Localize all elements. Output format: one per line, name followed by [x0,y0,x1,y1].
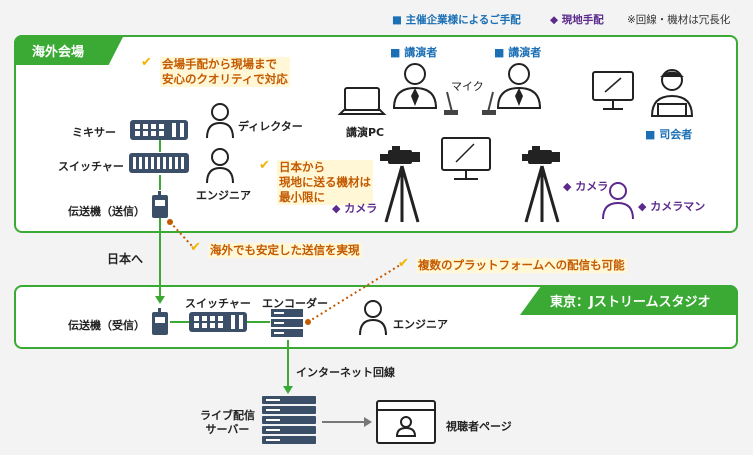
mic-label: マイク [451,80,484,93]
to-japan-label: 日本へ [107,252,144,266]
encoder-label: エンコーダー [262,297,328,310]
camera2-label: ◆ カメラ [563,180,609,193]
legend-host-arranged: ■ 主催企業様によるご手配 [392,14,521,26]
receiver-icon [152,308,168,335]
mixer-icon [130,120,188,140]
viewer-page-icon [376,400,436,444]
transmitter-label: 伝送機（送信） [68,205,145,218]
speaker1-icon [392,63,438,109]
tokyo-engineer-icon [359,300,387,336]
check-icon: ✔ [141,55,152,70]
tokyo-studio-title: 東京：Jストリームスタジオ [550,294,711,310]
director-icon [206,103,234,139]
check-icon: ✔ [190,240,201,255]
overseas-venue-title: 海外会場 [32,44,85,60]
check-icon: ✔ [398,256,409,271]
speaker1-label: ■ 講演者 [390,46,438,59]
moderator-label: ■ 司会者 [645,128,693,141]
note-multi-platform: 複数のプラットフォームへの配信も可能 [416,258,627,273]
cameraman-label: ◆ カメラマン [638,200,706,213]
speaker2-icon [496,63,542,109]
receiver-label: 伝送機（受信） [68,319,145,332]
camera1-icon [380,146,420,223]
switcher-icon [129,153,189,173]
screen-icon [441,137,491,180]
transmitter-icon [152,191,168,218]
note-stable-transmission: 海外でも安定した送信を実現 [208,243,362,258]
camera1-label: ◆ カメラ [332,202,378,215]
server-icon [262,396,316,444]
speaker-pc-label: 講演PC [346,126,385,139]
server-label: ライブ配信 サーバー [200,409,255,436]
engineer-icon [206,148,234,184]
camera2-icon [522,146,560,223]
legend-local-arranged: ◆ 現地手配 [550,14,604,26]
viewer-page-label: 視聴者ページ [446,420,512,433]
director-label: ディレクター [238,120,303,133]
note-minimum-equipment: 日本から 現地に送る機材は 最小限に [277,160,373,205]
moderator-icon [650,69,694,117]
laptop-icon [337,87,387,115]
speaker2-label: ■ 講演者 [494,46,542,59]
tokyo-studio-header: 東京：Jストリームスタジオ [520,285,738,315]
tokyo-switcher-icon [189,312,247,332]
legend-redundant: ※回線・機材は冗長化 [627,14,731,26]
cameraman-icon [602,182,634,220]
tokyo-engineer-label: エンジニア [393,318,448,331]
engineer-label: エンジニア [196,189,251,202]
note-quality: 会場手配から現場まで 安心のクオリティで対応 [160,57,290,87]
check-icon: ✔ [259,158,270,173]
switcher-label: スイッチャー [58,160,124,173]
tokyo-switcher-label: スイッチャー [185,297,251,310]
mixer-label: ミキサー [72,126,116,139]
overseas-venue-header: 海外会場 [14,35,124,65]
monitor-icon [592,71,634,110]
internet-label: インターネット回線 [296,366,395,379]
encoder-icon [271,309,303,337]
